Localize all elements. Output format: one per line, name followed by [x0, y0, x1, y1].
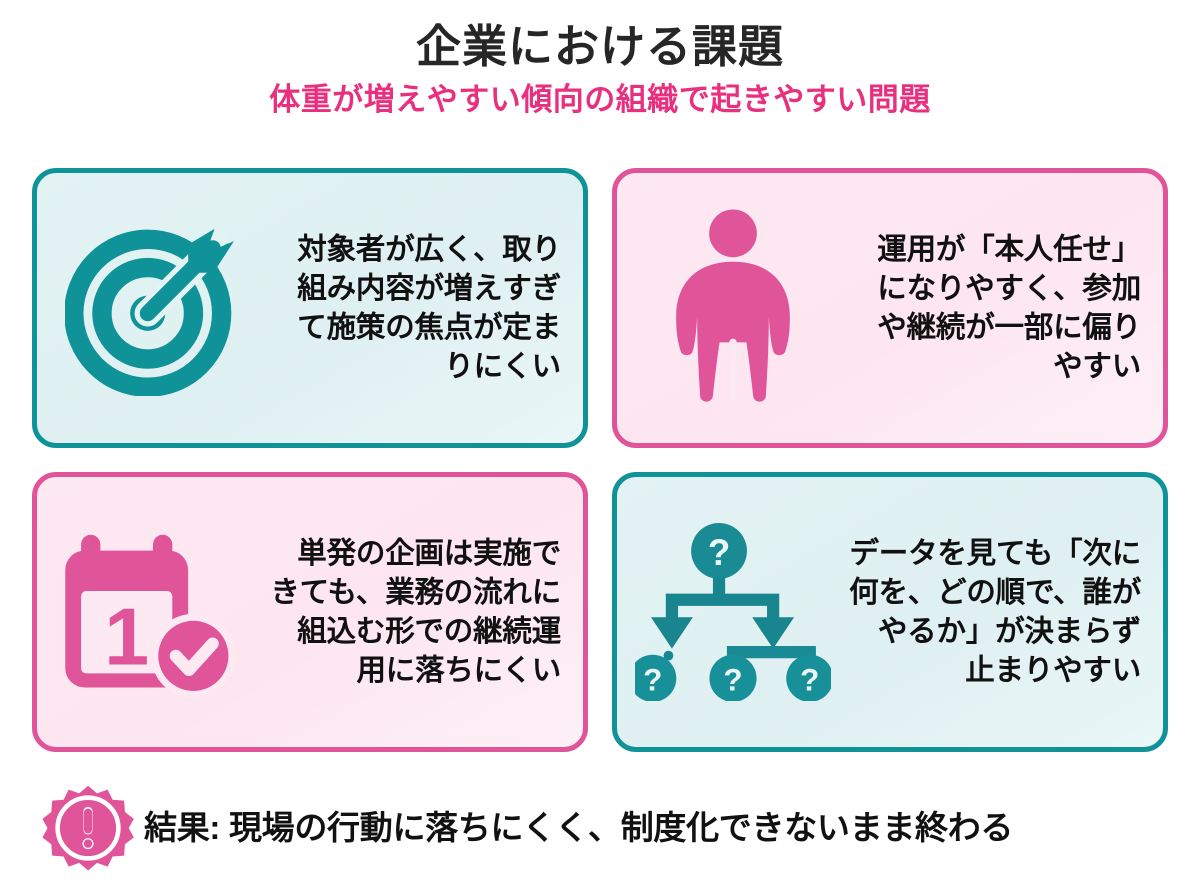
svg-text:?: ? — [723, 663, 742, 698]
card-text: 対象者が広く、取り組み内容が増えすぎて施策の焦点が定まりにくい — [297, 232, 561, 384]
calendar-check-icon: 1 — [37, 477, 269, 747]
decision-tree-question-icon: ? ? ? ? — [617, 477, 849, 747]
svg-text:?: ? — [708, 532, 730, 573]
card-unclear-next-action: ? ? ? ? データを見ても「次に何を、どの順で、誰がやるか」が決まらず止まり… — [612, 472, 1168, 752]
card-scope-focus: 対象者が広く、取り組み内容が増えすぎて施策の焦点が定まりにくい — [32, 168, 588, 448]
result-banner-text: 結果: 現場の行動に落ちにくく、制度化できないまま終わる — [144, 809, 1014, 847]
card-self-reliance: 運用が「本人任せ」になりやすく、参加や継続が一部に偏りやすい — [612, 168, 1168, 448]
svg-text:1: 1 — [104, 593, 149, 683]
svg-text:?: ? — [643, 663, 662, 698]
exclamation-starburst-icon — [32, 782, 144, 874]
card-text: データを見ても「次に何を、どの順で、誰がやるか」が決まらず止まりやすい — [849, 536, 1141, 688]
problem-card-grid: 対象者が広く、取り組み内容が増えすぎて施策の焦点が定まりにくい 運用が「本人任せ… — [32, 168, 1168, 752]
card-text: 単発の企画は実施できても、業務の流れに組込む形での継続運用に落ちにくい — [270, 536, 561, 688]
page-subtitle: 体重が増えやすい傾向の組織で起きやすい問題 — [269, 82, 931, 118]
result-banner: 結果: 現場の行動に落ちにくく、制度化できないまま終わる — [32, 776, 1168, 880]
card-text: 運用が「本人任せ」になりやすく、参加や継続が一部に偏りやすい — [877, 232, 1141, 384]
header: 企業における課題 体重が増えやすい傾向の組織で起きやすい問題 — [0, 0, 1200, 119]
page-title: 企業における課題 — [415, 21, 784, 72]
target-icon — [37, 173, 269, 443]
svg-text:?: ? — [800, 663, 819, 698]
overweight-person-icon — [617, 173, 849, 443]
card-one-off-events: 1 単発の企画は実施できても、業務の流れに組込む形での継続運用に落ちにくい — [32, 472, 588, 752]
